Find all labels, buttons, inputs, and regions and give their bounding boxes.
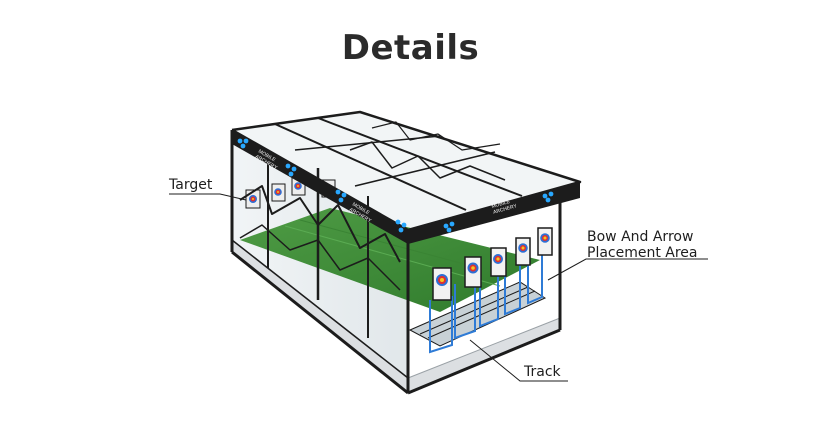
sign-band [232,130,580,244]
bow-arrow-placement-label: Bow And Arrow Placement Area [587,229,698,261]
target-leader [169,193,247,201]
lane-target [432,267,452,301]
lane-target [515,237,531,266]
target [271,183,286,202]
lane-targets [432,227,553,301]
bow-label-line2: Placement Area [587,245,698,261]
bow-label-line1: Bow And Arrow [587,229,694,245]
light-dots [237,138,554,233]
callout-lines [169,193,708,382]
lane-target [537,227,553,256]
track-leader [469,339,568,382]
lane-target [490,247,507,277]
tracks [408,244,547,354]
page-title: Details [341,28,480,68]
target-label: Target [169,177,213,193]
lane-target [464,256,482,288]
bow-leader [547,258,708,281]
track-label: Track [524,364,561,380]
